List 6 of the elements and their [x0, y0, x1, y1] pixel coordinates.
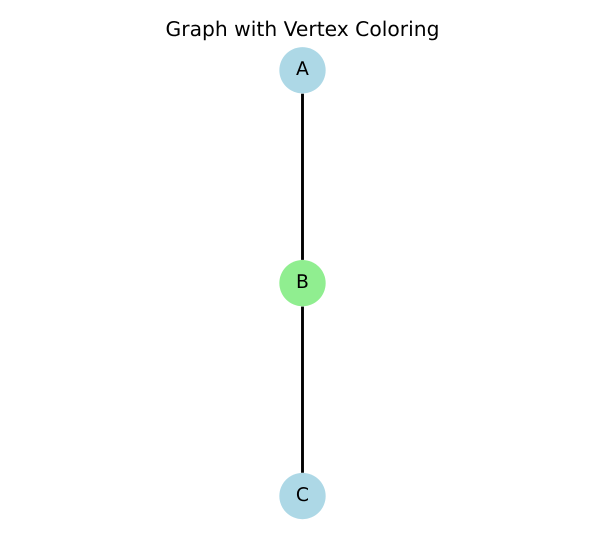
node-circle: C — [279, 472, 326, 520]
node-circle: B — [279, 260, 326, 306]
diagram-title: Graph with Vertex Coloring — [166, 16, 440, 41]
node-circle: A — [279, 47, 326, 94]
connector — [301, 94, 304, 260]
connector — [301, 306, 304, 473]
